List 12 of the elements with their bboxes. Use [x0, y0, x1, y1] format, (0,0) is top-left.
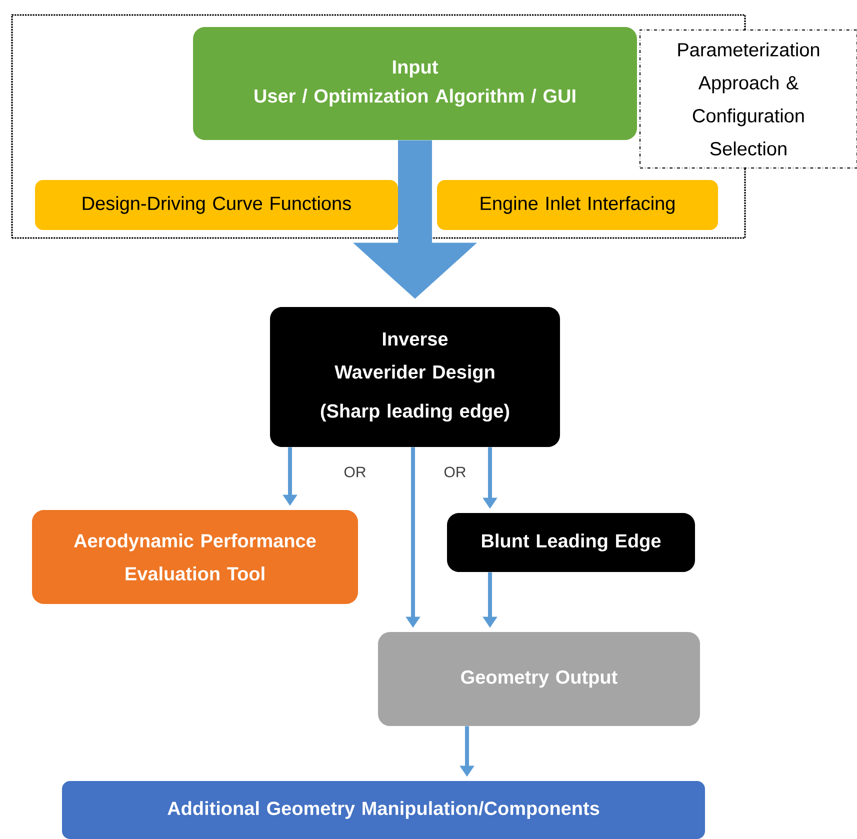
process-box: Engine Inlet Interfacing [437, 180, 718, 230]
process-box: Design-Driving Curve Functions [35, 180, 398, 230]
input-box: Input User / Optimization Algorithm / GUI [193, 27, 637, 140]
process-box: Inverse Waverider Design (Sharp leading edge) [270, 307, 560, 447]
or-label: OR [344, 466, 366, 478]
output-box: Geometry Output [378, 632, 700, 726]
process-box: Additional Geometry Manipulation/Components [62, 781, 705, 839]
note-box: Parameterization Approach & Configuration Selection [640, 30, 857, 168]
or-label: OR [444, 466, 466, 478]
process-box: Aerodynamic Performance Evaluation Tool [32, 510, 358, 604]
block-arrow [353, 140, 477, 299]
process-box: Blunt Leading Edge [447, 513, 695, 572]
